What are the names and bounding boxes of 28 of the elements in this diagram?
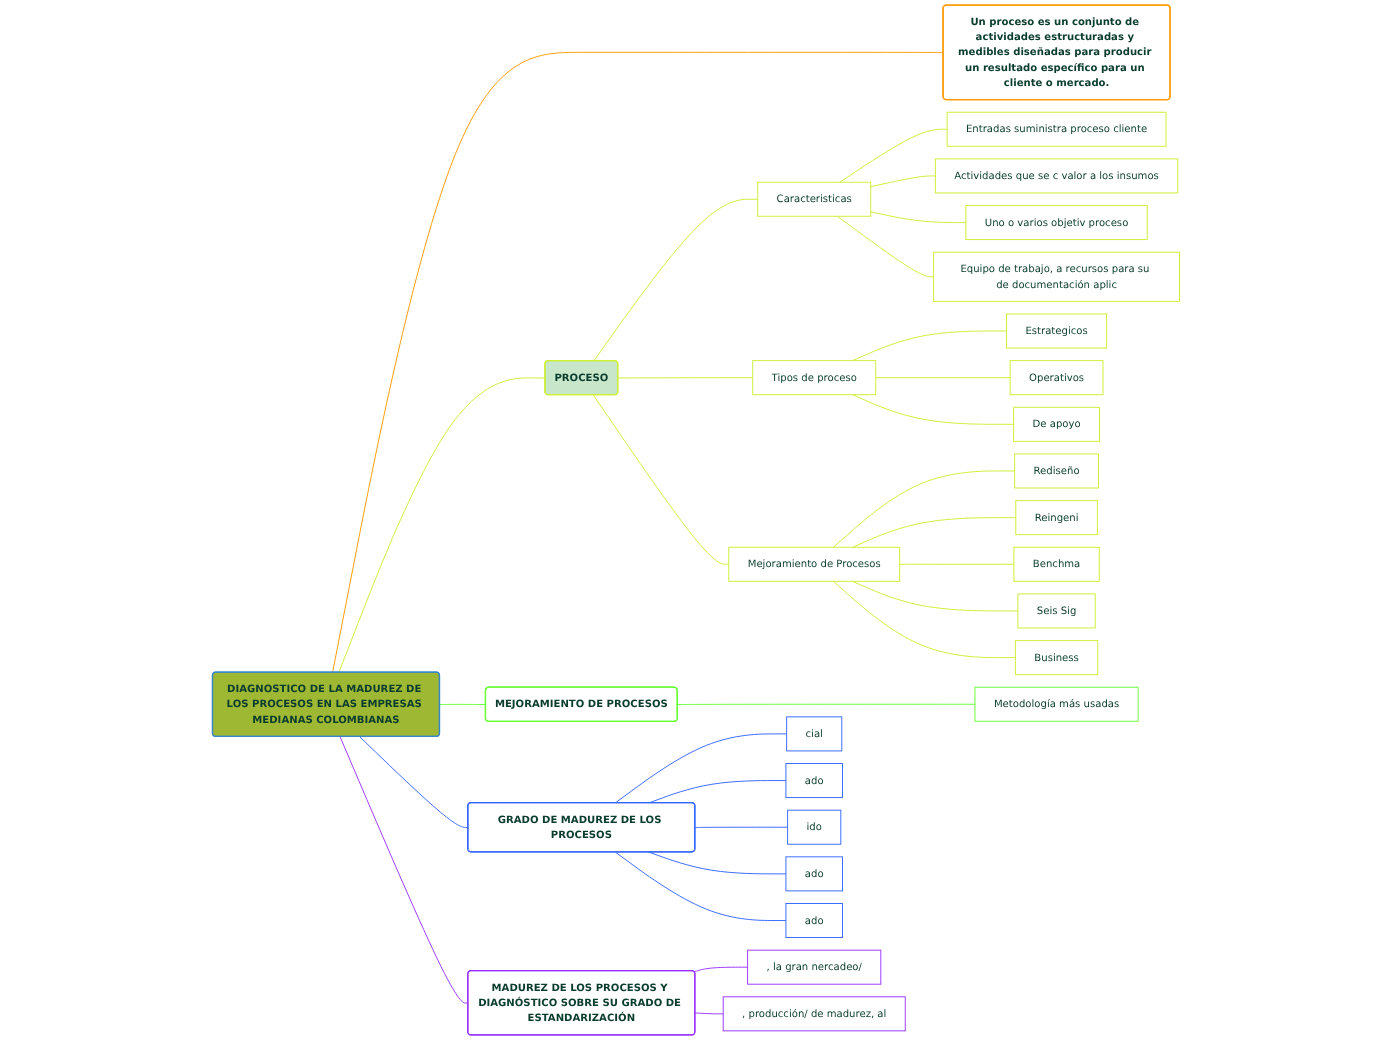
connector [694, 1012, 724, 1015]
connector [870, 175, 936, 188]
connector [899, 563, 1015, 565]
connector [832, 470, 1016, 548]
connector [693, 966, 749, 973]
connector [339, 736, 469, 1004]
connector [614, 733, 788, 804]
connector [852, 330, 1007, 362]
connector [592, 394, 730, 565]
connector [338, 377, 546, 673]
connector [614, 851, 787, 921]
connector [439, 703, 487, 706]
connector [648, 780, 787, 804]
connector [852, 517, 1017, 548]
connector [875, 377, 1011, 379]
connector [852, 580, 1019, 612]
connector [852, 394, 1015, 425]
connector [870, 211, 967, 224]
connector [617, 377, 754, 379]
connector [839, 128, 948, 183]
connector [694, 826, 789, 828]
connector [332, 51, 944, 673]
connector [832, 580, 1016, 659]
connector [677, 703, 976, 706]
connector [648, 851, 787, 875]
connector [836, 215, 935, 278]
connector [593, 198, 759, 362]
connector [359, 736, 469, 828]
